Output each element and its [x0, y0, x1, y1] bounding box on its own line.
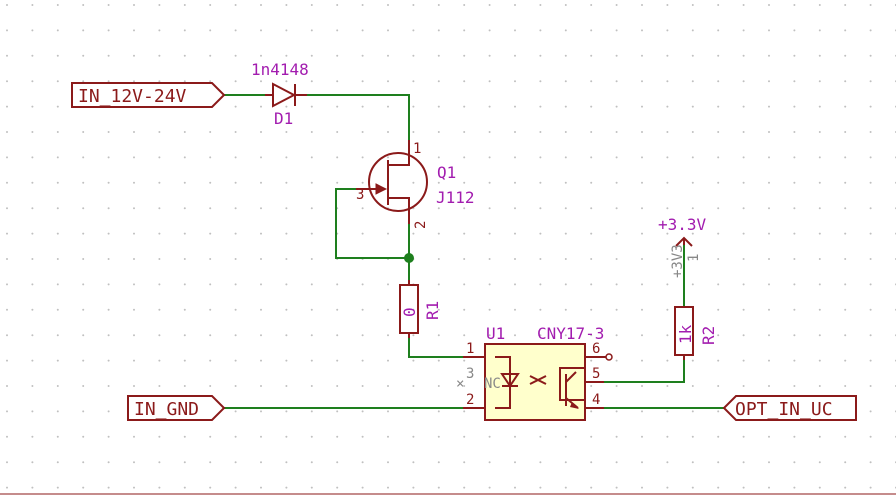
diode-ref: D1	[274, 109, 293, 128]
diode-value: 1n4148	[251, 60, 309, 79]
net-label-input-power-text: IN_12V-24V	[78, 86, 187, 107]
jfet-q1[interactable]: 1 2 3 Q1 J112	[356, 140, 475, 229]
jfet-pin1: 1	[413, 141, 421, 157]
resistor2-value: 1k	[676, 324, 695, 344]
power-symbol-value: +3.3V	[658, 215, 707, 234]
opto-pin3: 3	[466, 366, 474, 382]
resistor-r1[interactable]: 0 R1	[399, 280, 442, 338]
jfet-ref: Q1	[437, 163, 456, 182]
diode-d1[interactable]: 1n4148 D1	[251, 60, 309, 128]
power-symbol-pin: 1	[686, 254, 702, 262]
opto-pin5: 5	[592, 366, 600, 382]
net-label-input-ground[interactable]: IN_GND	[127, 395, 226, 421]
resistor1-ref: R1	[423, 301, 442, 320]
opto-pin4: 4	[592, 392, 600, 408]
opto-pin2: 2	[466, 392, 474, 408]
opto-nc-label: NC	[484, 376, 501, 392]
net-label-input-ground-text: IN_GND	[134, 399, 199, 420]
jfet-pin3: 3	[356, 187, 364, 203]
net-label-input-power[interactable]: IN_12V-24V	[71, 82, 226, 108]
opto-nc-x-mark: ×	[456, 376, 464, 392]
opto-pin1: 1	[466, 341, 474, 357]
opto-pin6: 6	[592, 341, 600, 357]
opto-ref: U1	[486, 324, 505, 343]
opto-value: CNY17-3	[537, 324, 604, 343]
net-label-output-text: OPT_IN_UC	[735, 399, 833, 420]
wires	[224, 94, 724, 409]
jfet-value: J112	[436, 188, 475, 207]
optocoupler-u1[interactable]: 1 2 3 × NC 4 5 6 U1 CNY17-3	[456, 324, 613, 421]
power-symbol-3v3[interactable]: +3.3V +3V3 1	[658, 215, 707, 278]
jfet-pin2: 2	[413, 221, 429, 229]
resistor1-value: 0	[400, 307, 419, 317]
net-label-output[interactable]: OPT_IN_UC	[722, 395, 857, 421]
power-symbol-ref: +3V3	[670, 244, 686, 278]
junction-dot	[404, 253, 414, 263]
resistor2-ref: R2	[699, 326, 718, 345]
resistor-r2[interactable]: 1k R2	[674, 306, 718, 360]
